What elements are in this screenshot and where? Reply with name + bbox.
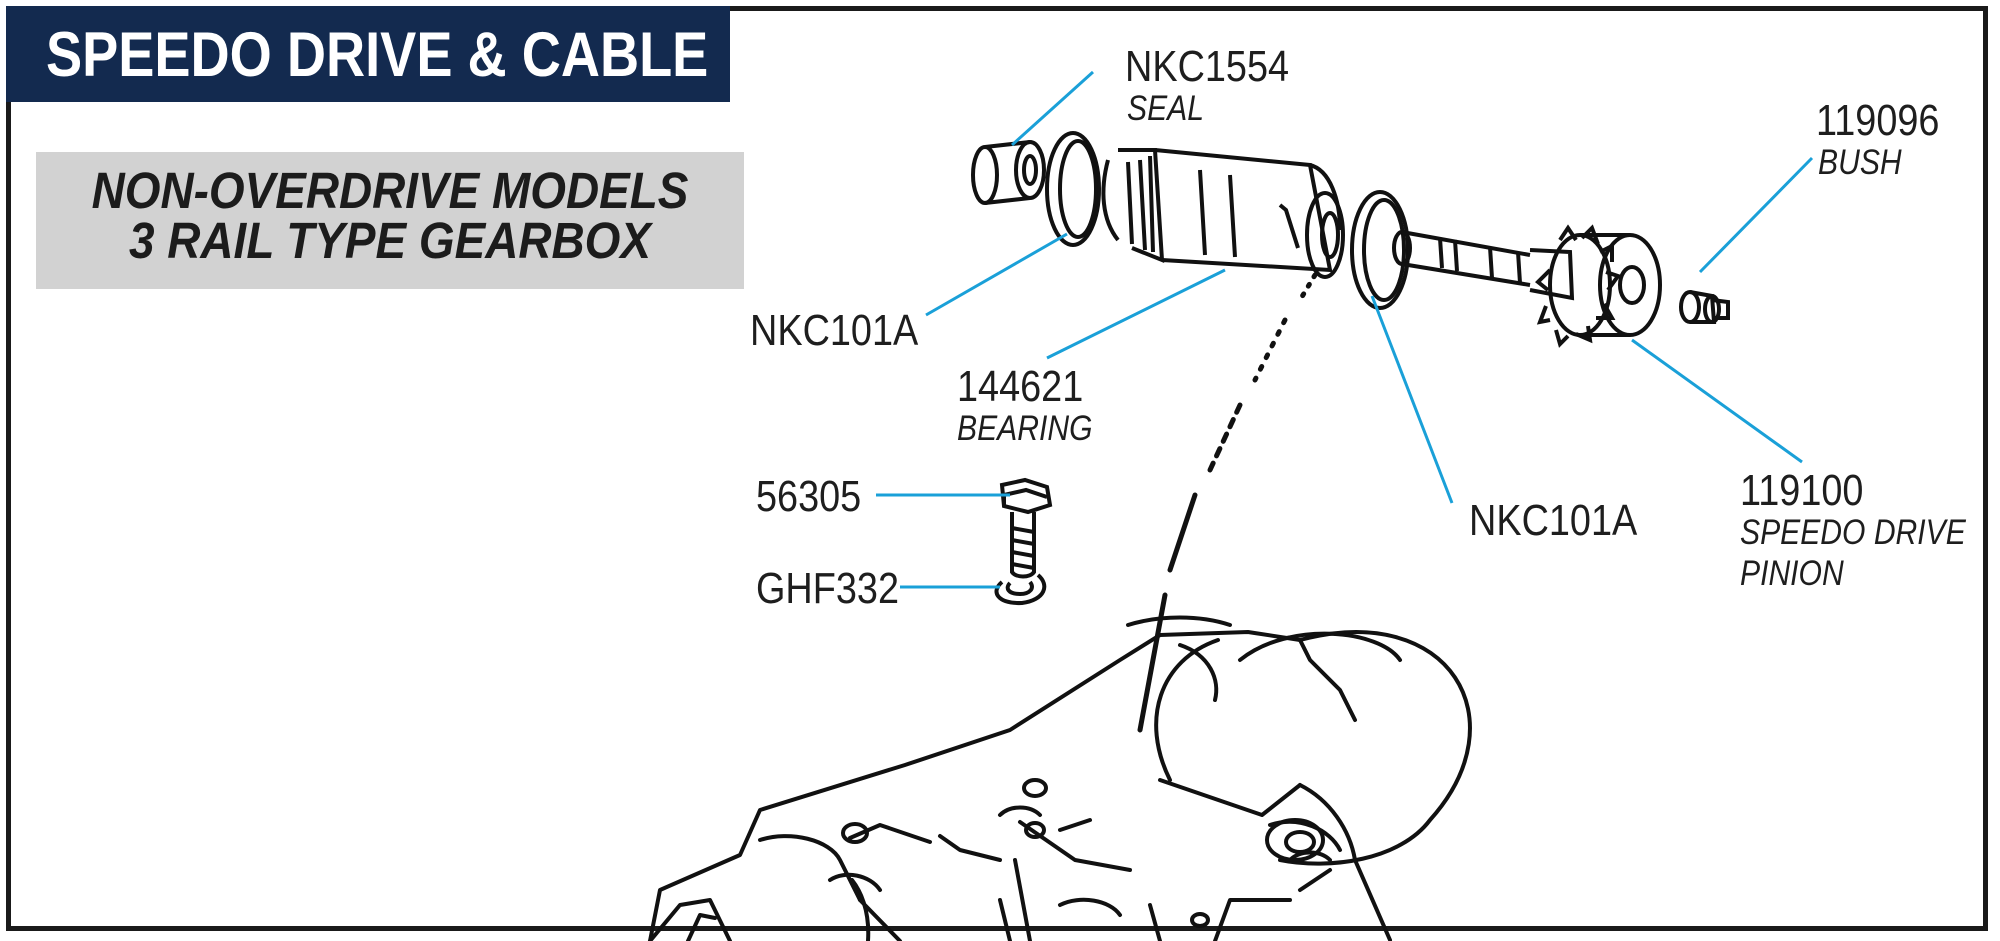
label-pinion-description-line-1: SPEEDO DRIVE [1740,513,1966,552]
page-title: SPEEDO DRIVE & CABLE [46,20,709,90]
leader-seal [1010,70,1095,147]
leader-o-ring-left [925,232,1068,317]
gearbox-housing [648,615,1472,941]
label-bush-number: 119096 [1816,96,1940,145]
subtitle-box [36,152,744,289]
label-o-ring-right-number: NKC101A [1469,496,1638,545]
label-washer-number: GHF332 [756,564,900,613]
label-pinion-description-line-2: PINION [1740,554,1844,593]
label-pinion-number: 119100 [1740,466,1864,515]
leader-lines [876,70,1814,589]
title-bar: SPEEDO DRIVE & CABLE [6,6,730,102]
leader-bush [1698,156,1814,274]
bolt-part [999,477,1053,579]
label-bearing-description: BEARING [957,409,1093,448]
o-ring-right-part [1350,190,1410,310]
label-bush-description: BUSH [1818,143,1902,182]
label-seal-number: NKC1554 [1125,42,1290,91]
label-seal-description: SEAL [1127,89,1204,128]
leader-bearing [1046,268,1226,360]
bush-part [1679,290,1730,324]
leader-pinion [1631,338,1803,464]
label-o-ring-left-number: NKC101A [750,306,919,355]
leader-o-ring-right [1370,295,1454,504]
bearing-part [1101,148,1345,279]
label-bolt-number: 56305 [756,472,862,521]
o-ring-left-part [1045,131,1101,247]
pinion-part [1392,224,1662,348]
subtitle-line-2: 3 RAIL TYPE GEARBOX [128,212,651,269]
housing-bosses [841,778,1325,928]
washer-part [994,573,1047,606]
diagram-frame [6,6,1988,931]
label-bearing-number: 144621 [957,362,1084,411]
housing-hatching [1137,272,1318,733]
seal-part [971,140,1046,205]
subtitle-line-1: NON-OVERDRIVE MODELS [91,162,689,219]
